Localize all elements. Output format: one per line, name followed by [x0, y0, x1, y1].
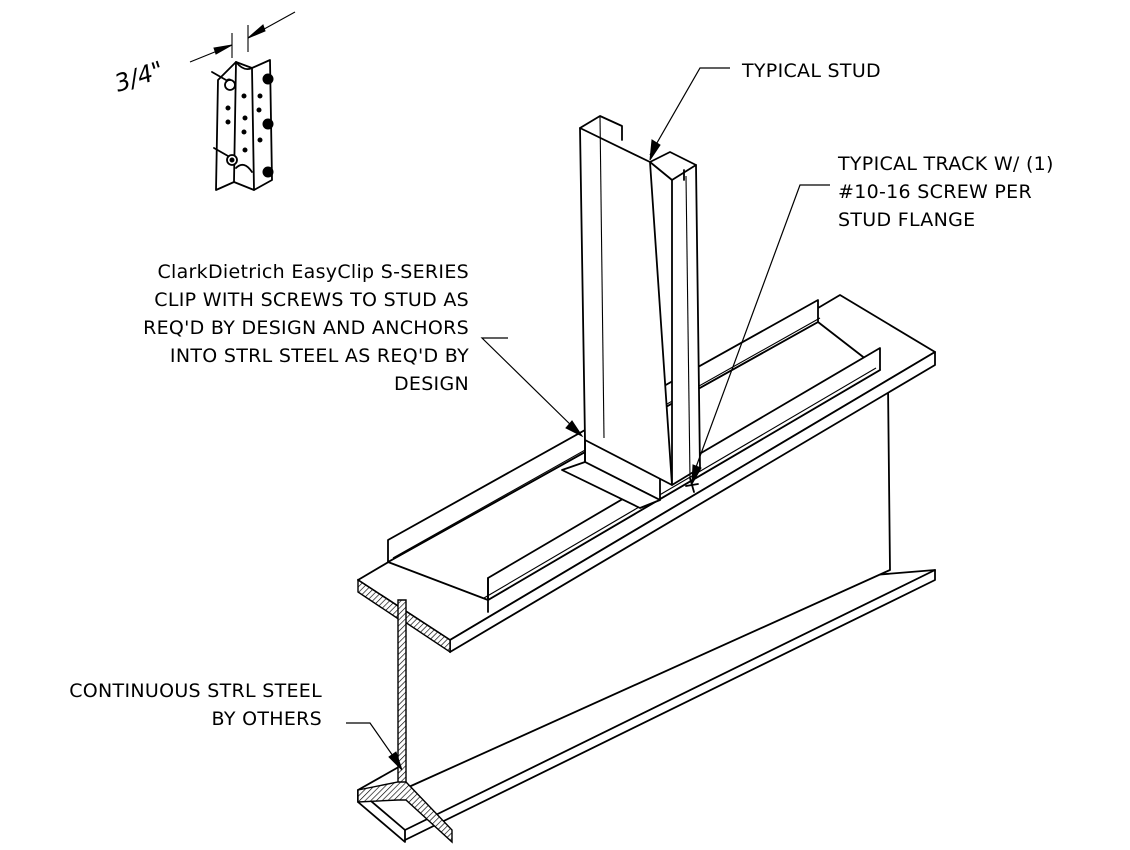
clip-dimension-label: 3/4" [111, 56, 167, 98]
svg-text:BY OTHERS: BY OTHERS [212, 708, 322, 730]
svg-text:STUD FLANGE: STUD FLANGE [838, 209, 975, 231]
svg-text:REQ'D BY DESIGN AND ANCHORS: REQ'D BY DESIGN AND ANCHORS [143, 317, 469, 339]
svg-text:INTO STRL STEEL AS REQ'D BY: INTO STRL STEEL AS REQ'D BY [170, 345, 469, 367]
dimension-line [189, 11, 296, 63]
continuous-steel-label: CONTINUOUS STRL STEEL BY OTHERS [69, 680, 322, 730]
svg-text:CONTINUOUS STRL STEEL: CONTINUOUS STRL STEEL [69, 680, 322, 702]
svg-text:#10-16 SCREW PER: #10-16 SCREW PER [838, 181, 1032, 203]
svg-text:DESIGN: DESIGN [394, 373, 469, 395]
typical-track-label: TYPICAL TRACK W/ (1) #10-16 SCREW PER ST… [837, 153, 1054, 231]
leader-lines [346, 67, 830, 771]
svg-text:TYPICAL TRACK W/ (1): TYPICAL TRACK W/ (1) [837, 153, 1054, 175]
easyclip-detail-icon [189, 11, 296, 191]
easyclip-label: ClarkDietrich EasyClip S-SERIES CLIP WIT… [143, 261, 469, 395]
svg-text:CLIP WITH SCREWS TO STUD AS: CLIP WITH SCREWS TO STUD AS [154, 289, 469, 311]
svg-text:ClarkDietrich EasyClip S-SERIE: ClarkDietrich EasyClip S-SERIES [157, 261, 469, 283]
typical-stud-label: TYPICAL STUD [741, 60, 881, 82]
stud-icon [579, 115, 701, 493]
